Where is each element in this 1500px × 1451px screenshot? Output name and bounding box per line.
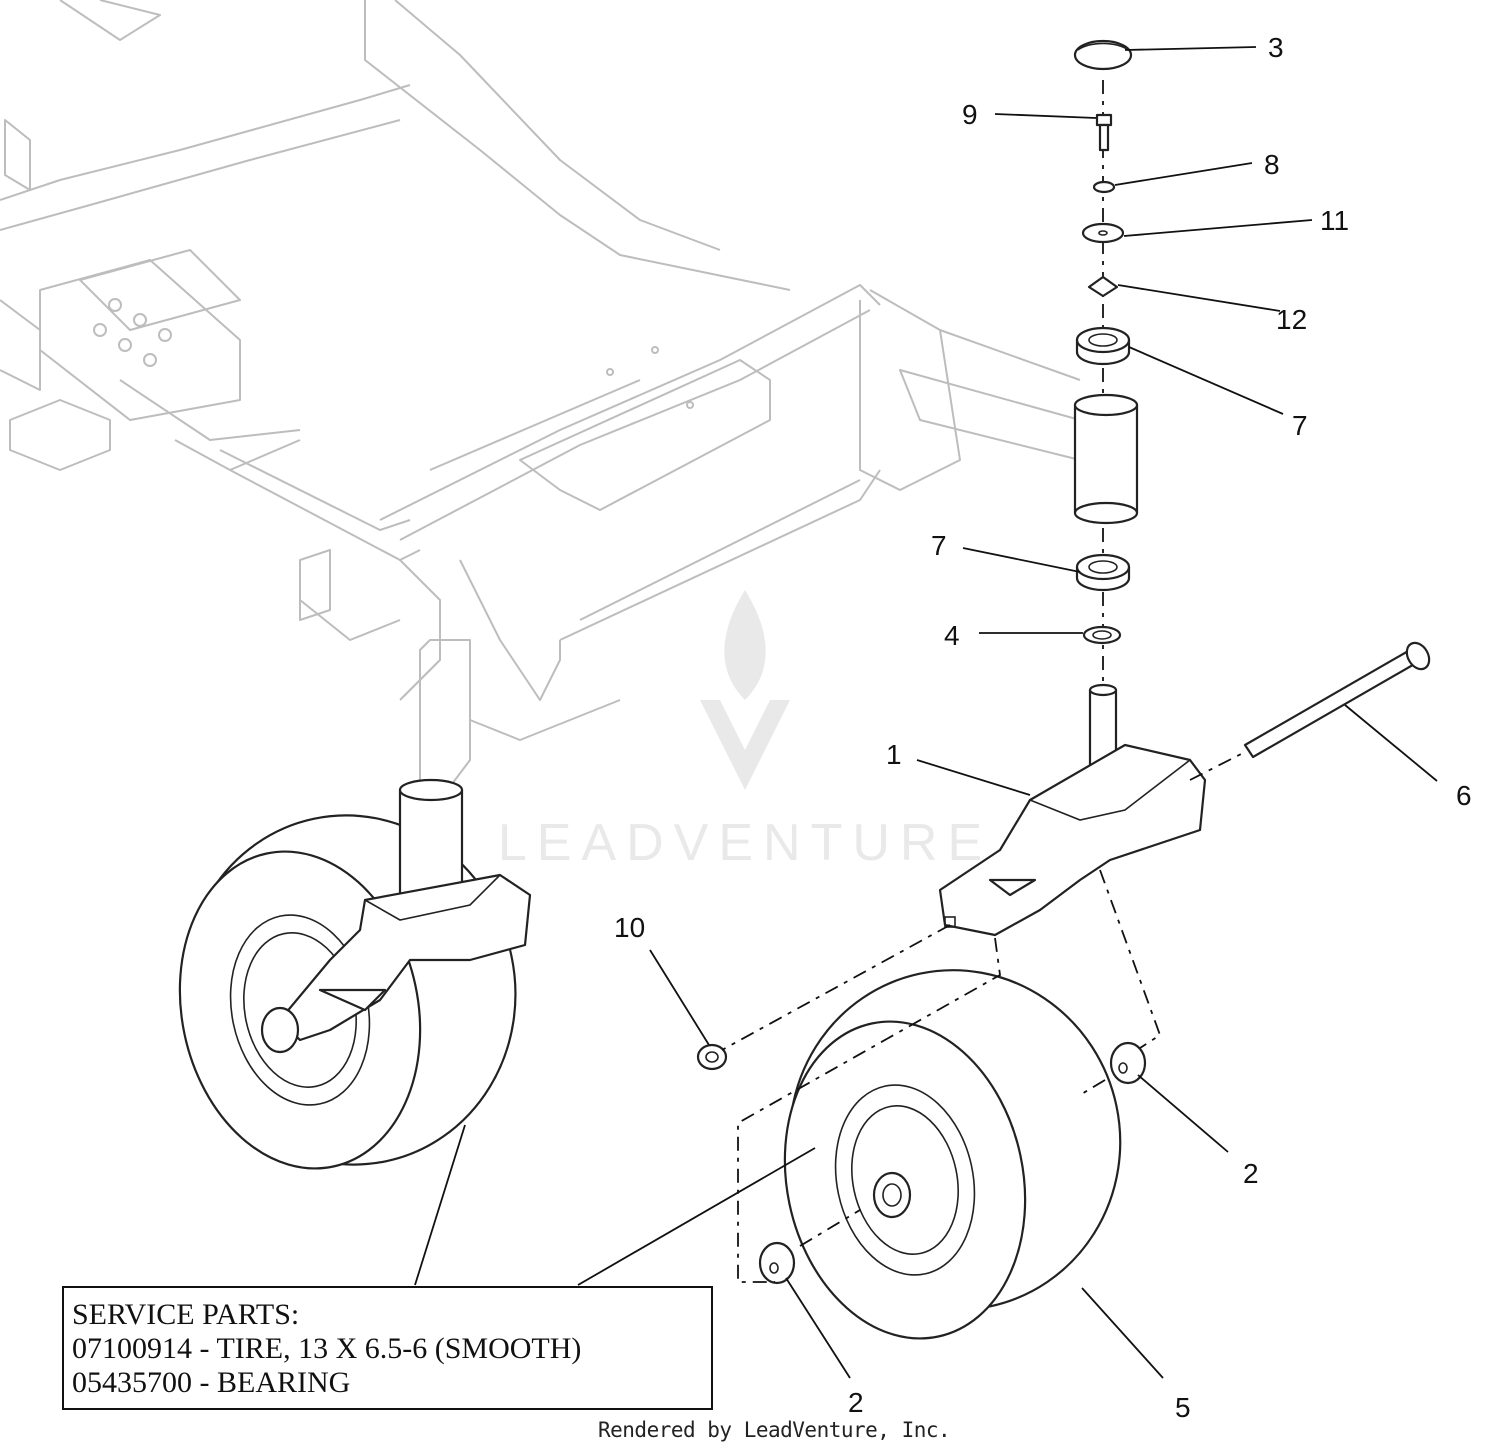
leader-lines [414, 46, 1438, 1379]
service-part-bearing: 05435700 - BEARING [72, 1366, 351, 1399]
left-caster-assembly [178, 778, 532, 1170]
lock-washer [1092, 180, 1116, 194]
watermark-text: LEADVENTURE [498, 814, 992, 872]
callout-4: 4 [944, 620, 960, 651]
wheel-tire [783, 969, 1122, 1340]
callout-2-right: 2 [1243, 1158, 1259, 1189]
mower-frame [0, 0, 1081, 801]
wheel-bearing-right [1109, 1041, 1147, 1085]
nut [696, 1043, 728, 1071]
callout-9: 9 [962, 99, 978, 130]
render-credit: Rendered by LeadVenture, Inc. [598, 1418, 951, 1442]
callout-7-upper: 7 [1292, 410, 1308, 441]
callout-8: 8 [1264, 149, 1280, 180]
callout-10: 10 [614, 912, 645, 943]
callout-3: 3 [1268, 32, 1284, 63]
spacer-washer [1082, 625, 1122, 645]
callout-6: 6 [1456, 780, 1472, 811]
clip [1087, 275, 1119, 298]
right-exploded-parts [696, 39, 1431, 1340]
callout-11: 11 [1320, 205, 1349, 236]
caster-fork [938, 683, 1207, 937]
wheel-bearing-left [758, 1241, 796, 1285]
callouts: 3 9 8 11 12 7 7 4 1 6 10 2 2 5 [614, 32, 1472, 1423]
bolt [1095, 113, 1113, 152]
callout-1: 1 [886, 739, 902, 770]
axle-bolt [1243, 641, 1431, 759]
callout-7-lower: 7 [931, 530, 947, 561]
upper-bearing [1075, 326, 1131, 366]
dust-cap [1073, 39, 1133, 71]
service-part-tire: 07100914 - TIRE, 13 X 6.5-6 (SMOOTH) [72, 1332, 582, 1365]
watermark-logo: LEADVENTURE [498, 590, 992, 872]
callout-12: 12 [1276, 304, 1307, 335]
lower-bearing [1075, 553, 1131, 592]
service-parts-heading: SERVICE PARTS: [72, 1298, 300, 1331]
service-parts-box: SERVICE PARTS: 07100914 - TIRE, 13 X 6.5… [62, 1286, 713, 1410]
flat-washer [1081, 222, 1125, 244]
callout-5: 5 [1175, 1392, 1191, 1423]
spindle-tube [1073, 393, 1139, 525]
callout-2-left: 2 [848, 1387, 864, 1418]
